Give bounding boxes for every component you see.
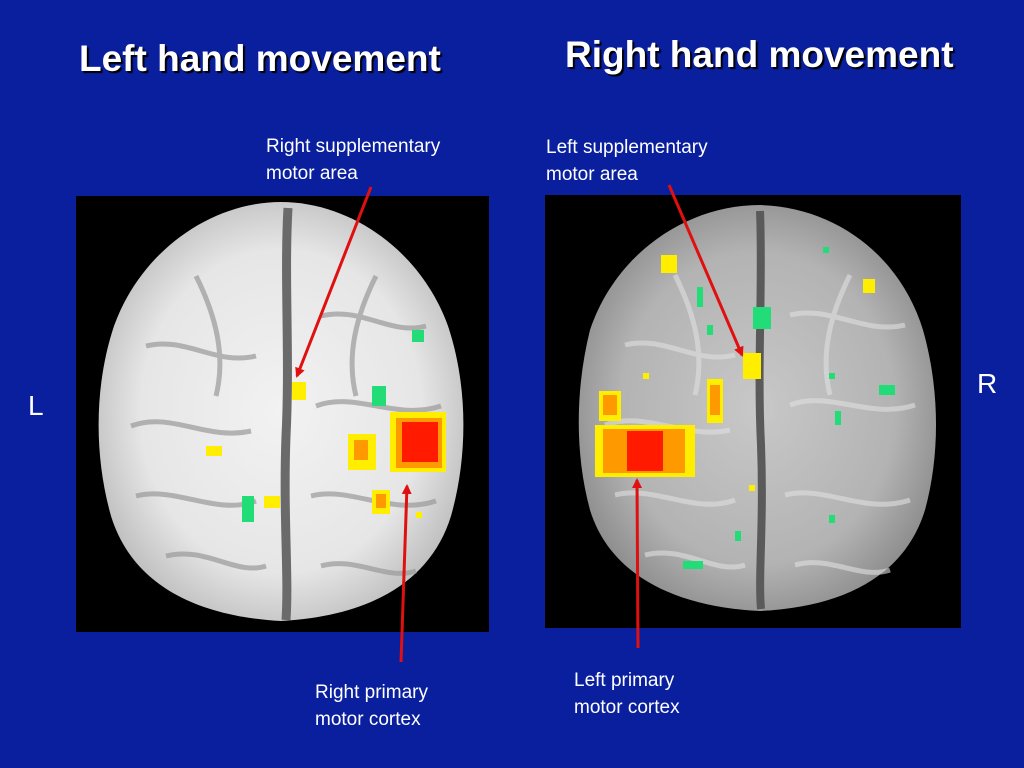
right-hand-brain-scan — [545, 195, 961, 628]
left-panel-title: Left hand movement — [79, 38, 441, 79]
midline-fissure — [280, 207, 293, 621]
arrow-left-primary-motor — [632, 478, 643, 649]
arrow-right-primary-motor — [399, 484, 412, 663]
right-orientation-marker: R — [977, 368, 998, 399]
deactivation-blobs — [683, 247, 895, 569]
left-primary-motor-label-line1: Left primary — [574, 670, 675, 691]
left-sma-label: Left supplementary motor area — [546, 134, 708, 188]
brain-slice — [98, 202, 464, 621]
midline-fissure — [755, 210, 766, 610]
left-primary-motor-label-line2: motor cortex — [574, 697, 680, 718]
left-orientation-marker: L — [28, 390, 44, 421]
right-primary-motor-label-line2: motor cortex — [315, 709, 421, 730]
gyri-pattern — [130, 274, 442, 576]
activation-blobs — [595, 255, 875, 491]
left-sma-label-line2: motor area — [546, 164, 638, 185]
left-sma-label-line1: Left supplementary — [546, 137, 708, 158]
left-hand-brain-scan — [76, 196, 489, 632]
right-primary-motor-label: Right primary motor cortex — [315, 679, 428, 733]
deactivation-blobs — [242, 330, 424, 522]
right-primary-motor-label-line1: Right primary — [315, 682, 428, 703]
right-sma-label-line1: Right supplementary — [266, 136, 441, 157]
arrow-left-sma — [667, 184, 744, 357]
right-sma-label-line2: motor area — [266, 163, 358, 184]
left-primary-motor-label: Left primary motor cortex — [574, 667, 680, 721]
activation-blobs — [206, 382, 446, 518]
arrow-right-sma — [295, 186, 373, 378]
right-panel-title: Right hand movement — [565, 34, 954, 75]
right-sma-label: Right supplementary motor area — [266, 133, 440, 187]
